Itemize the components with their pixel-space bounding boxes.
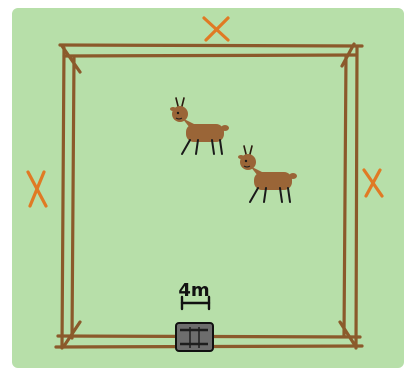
gate-icon [176, 323, 213, 351]
fence-top-rail-inner [64, 55, 356, 56]
fence-top-rail-outer [60, 45, 362, 46]
gate[interactable] [176, 323, 213, 351]
fence-right-rail-inner [344, 56, 346, 336]
fence-left-rail-outer [62, 48, 64, 348]
fence-right-rail-outer [356, 48, 357, 348]
fence-left-rail-inner [72, 58, 74, 338]
